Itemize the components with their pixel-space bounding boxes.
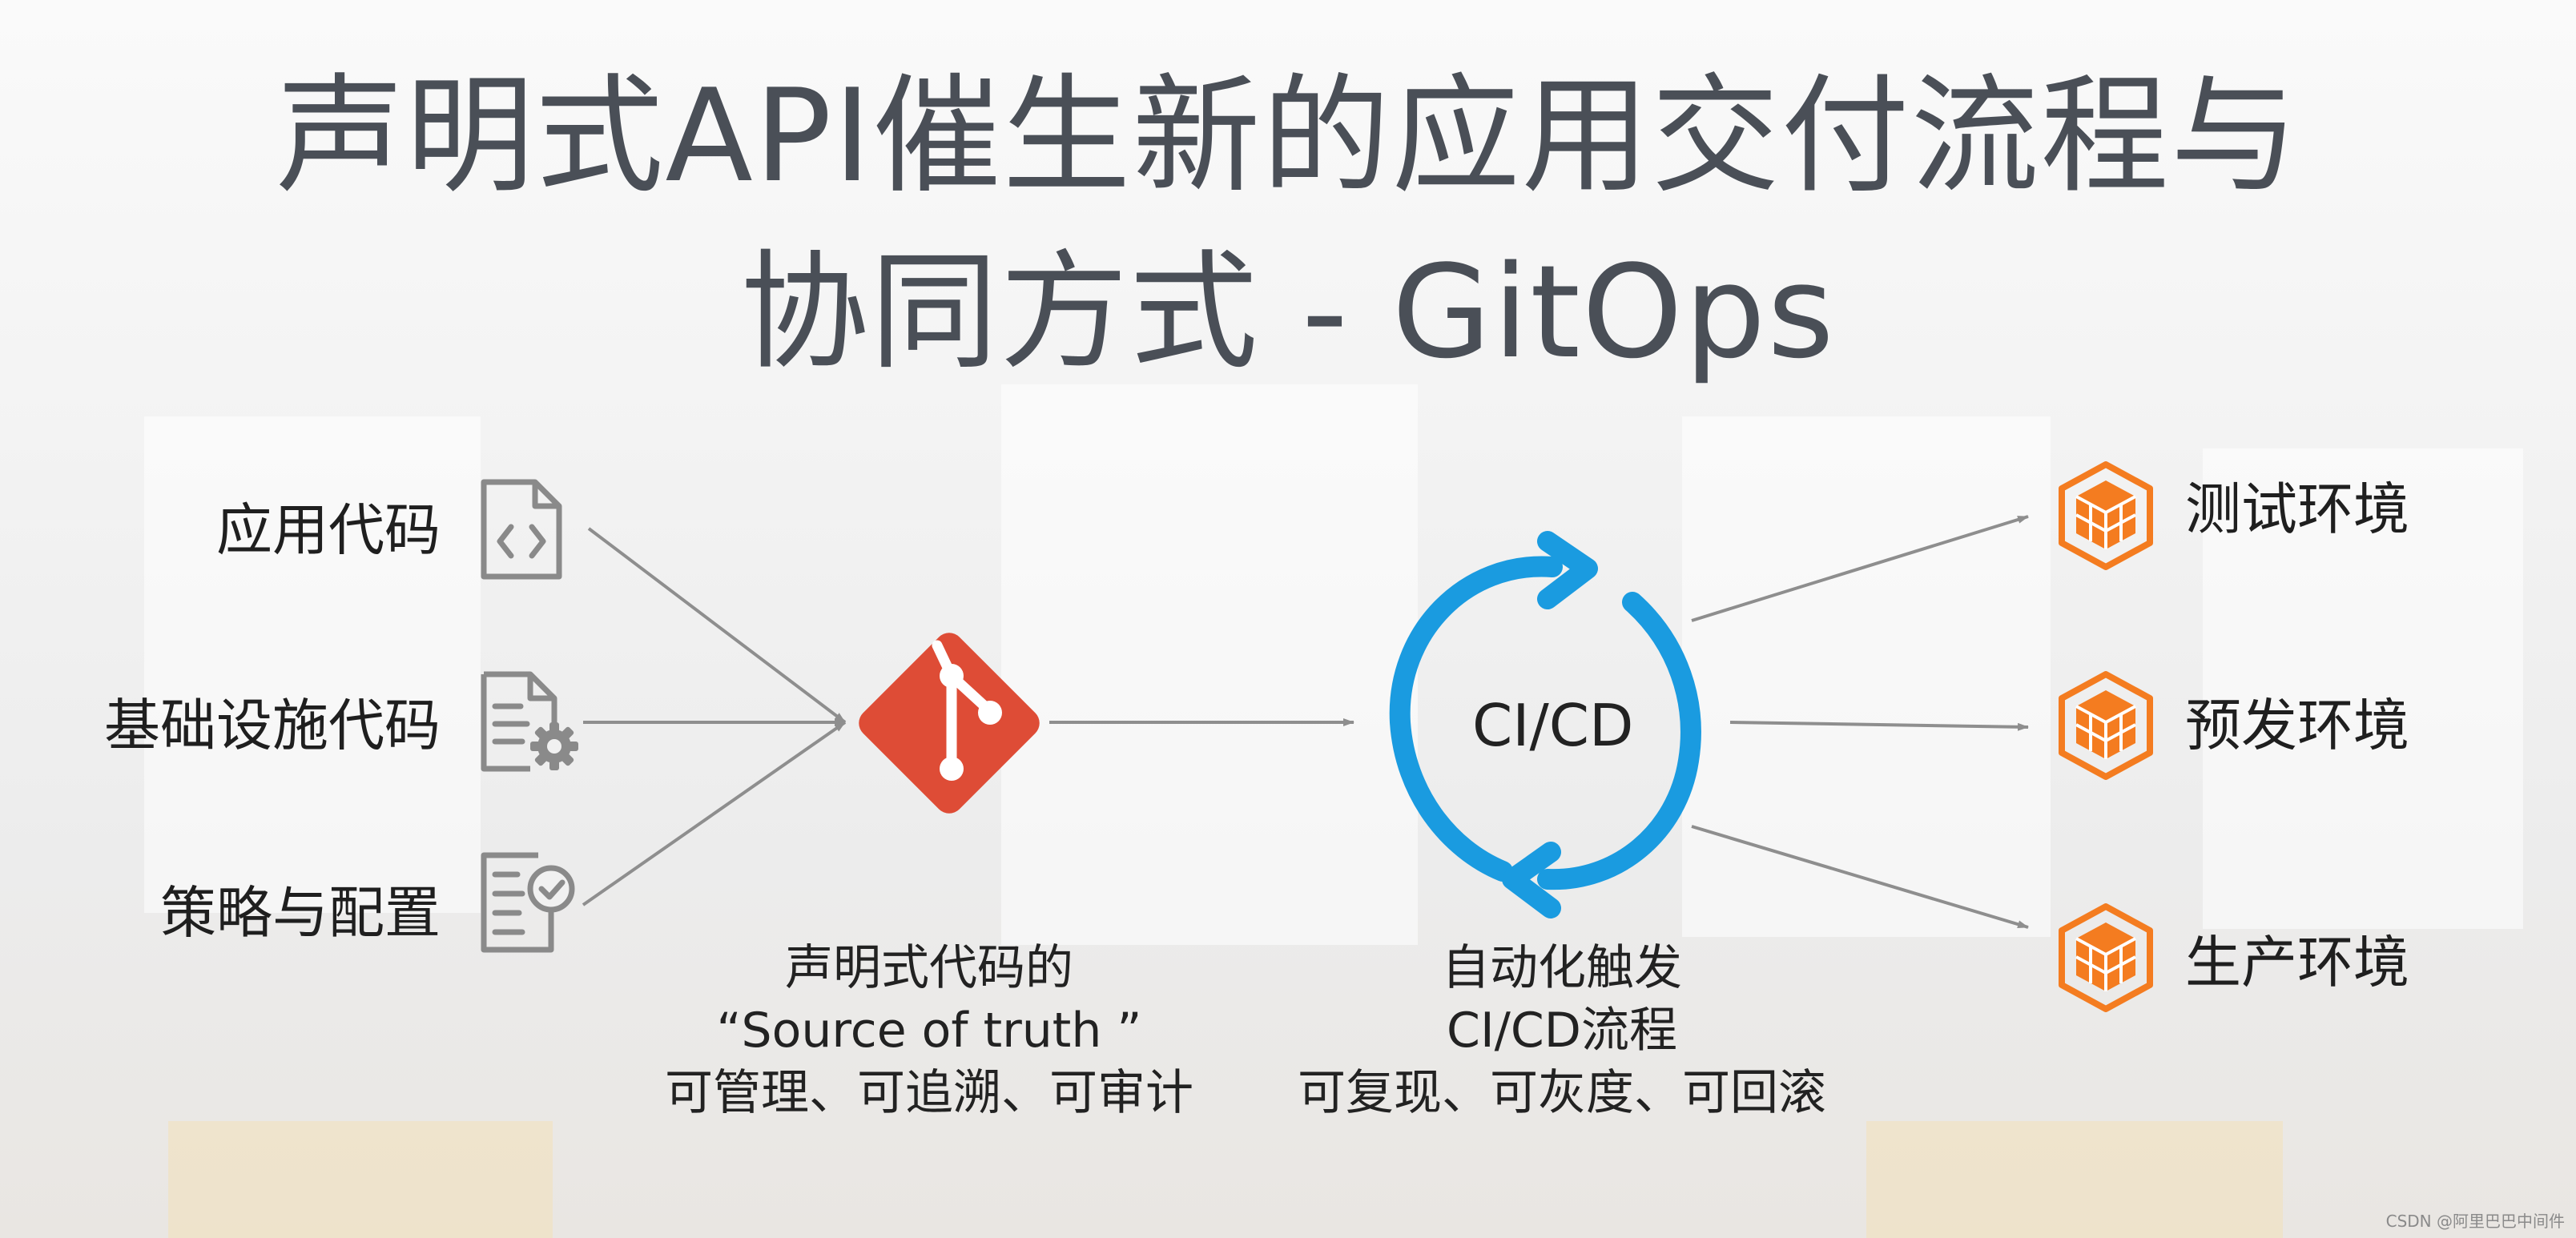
input-label-policy-config: 策略与配置 <box>160 880 441 946</box>
cicd-caption-line2: CI/CD流程 <box>1447 1003 1677 1059</box>
background-block <box>2203 448 2523 929</box>
page-title-line2: 协同方式 - GitOps <box>740 237 1836 387</box>
env-label-production: 生产环境 <box>2185 930 2409 995</box>
git-caption-line2: “Source of truth ” <box>716 1003 1142 1059</box>
connector-code-to-git <box>587 527 847 724</box>
connector-cicd-to-test <box>1691 515 2029 622</box>
git-caption-line1: 声明式代码的 <box>785 940 1073 996</box>
git-caption: 声明式代码的 “Source of truth ” 可管理、可追溯、可审计 <box>617 937 1242 1124</box>
cicd-caption: 自动化触发 CI/CD流程 可复现、可灰度、可回滚 <box>1250 937 1874 1124</box>
env-label-staging: 预发环境 <box>2185 693 2409 758</box>
page-title-line1: 声明式API催生新的应用交付流程与 <box>276 61 2300 211</box>
cicd-caption-line3: 可复现、可灰度、可回滚 <box>1298 1065 1826 1121</box>
policy-file-check-icon <box>481 852 575 953</box>
connector-cicd-to-prod <box>1691 825 2029 929</box>
input-label-app-code: 应用代码 <box>216 497 441 563</box>
config-file-gear-icon <box>481 671 578 772</box>
watermark: CSDN @阿里巴巴中间件 <box>2385 1212 2565 1231</box>
env-label-test: 测试环境 <box>2185 476 2409 542</box>
background-block <box>1682 416 2051 937</box>
git-caption-line3: 可管理、可追溯、可审计 <box>665 1065 1193 1121</box>
code-file-icon <box>481 479 562 580</box>
background-block <box>168 1121 553 1238</box>
input-label-infra-code: 基础设施代码 <box>104 693 441 758</box>
background-block <box>144 416 481 913</box>
cicd-label: CI/CD <box>1472 692 1634 759</box>
cube-cluster-icon <box>2059 671 2153 780</box>
cube-cluster-icon <box>2059 903 2153 1012</box>
connector-policy-to-git <box>582 721 847 906</box>
background-block <box>1001 384 1418 945</box>
background-block <box>1866 1121 2283 1238</box>
git-logo-icon <box>859 633 1040 814</box>
cube-cluster-icon <box>2059 461 2153 570</box>
connector-cicd-to-staging <box>1729 721 2029 731</box>
cycle-arrows-icon <box>1389 531 1701 918</box>
cicd-caption-line1: 自动化触发 <box>1442 940 1682 996</box>
